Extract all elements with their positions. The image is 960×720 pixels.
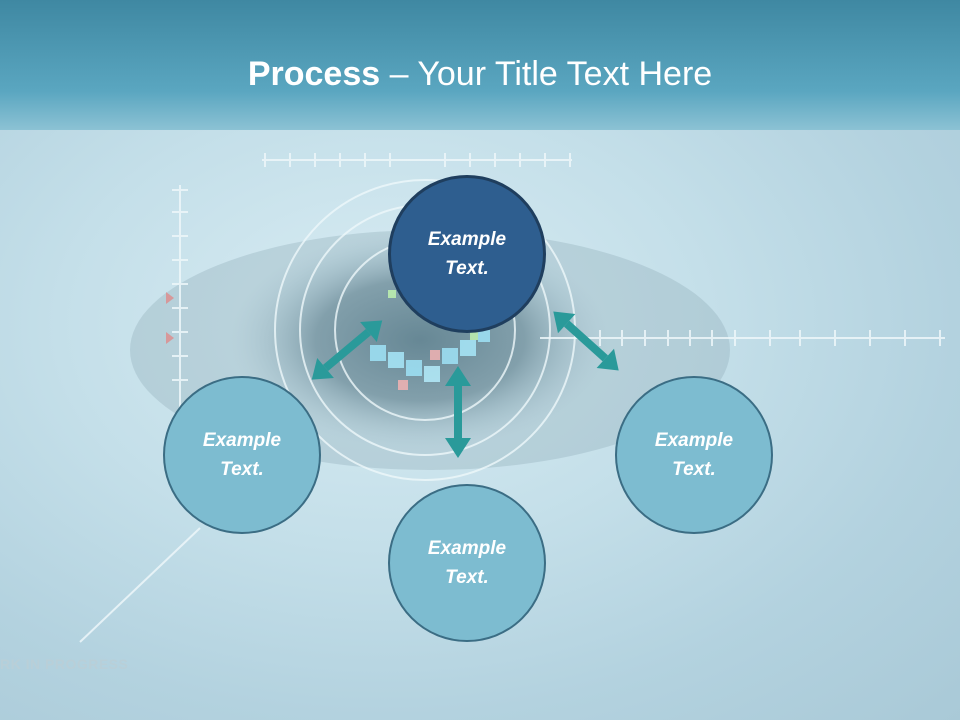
arrow-upper-right xyxy=(553,311,619,371)
watermark-text: RK IN PROGRESS xyxy=(0,656,129,672)
callout-line xyxy=(79,527,201,643)
left-ruler xyxy=(172,185,188,420)
arrows xyxy=(311,311,619,458)
step-label: Example Text. xyxy=(427,538,507,588)
process-step-left[interactable]: Example Text. xyxy=(163,376,321,534)
process-step-right[interactable]: Example Text. xyxy=(615,376,773,534)
process-step-bottom[interactable]: Example Text. xyxy=(388,484,546,642)
marker-triangle xyxy=(166,332,174,344)
title-bar xyxy=(0,0,960,130)
arrow-upper-left xyxy=(311,320,383,380)
slide-title: Process – Your Title Text Here xyxy=(0,52,960,96)
marker-triangle xyxy=(166,292,174,304)
step-label: Example Text. xyxy=(654,430,734,480)
process-step-top[interactable]: Example Text. xyxy=(388,175,546,333)
right-ruler xyxy=(540,330,945,346)
pixel-overlay xyxy=(370,290,490,390)
arrow-vertical xyxy=(445,366,471,458)
step-label: Example Text. xyxy=(202,430,282,480)
title-text: – Your Title Text Here xyxy=(380,55,713,93)
top-ruler xyxy=(262,153,572,167)
step-label: Example Text. xyxy=(427,229,507,279)
title-bold: Process xyxy=(247,55,381,93)
